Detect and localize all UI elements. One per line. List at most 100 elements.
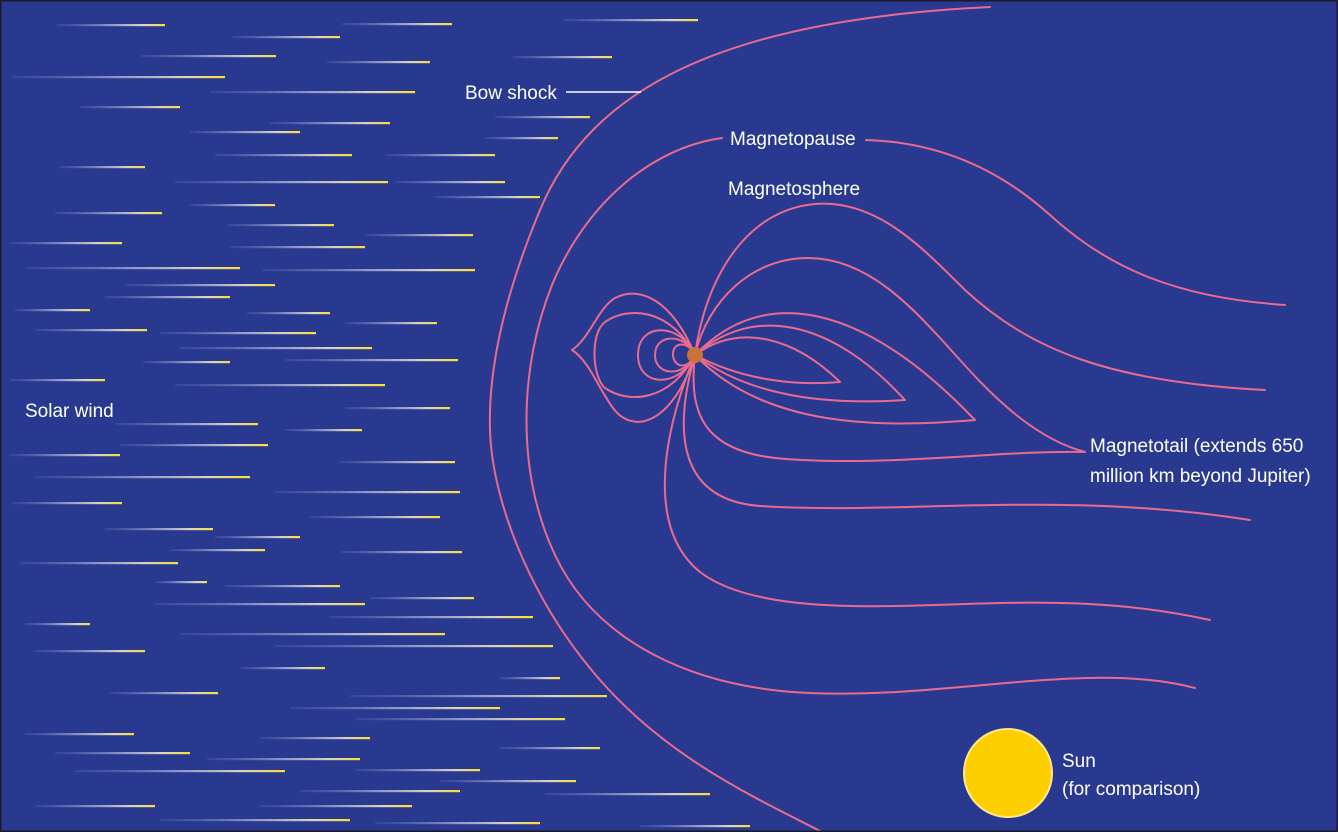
field-line-day-loop-3 <box>637 329 696 381</box>
solar-wind-streak <box>125 284 275 287</box>
magnetosphere-label: Magnetosphere <box>728 179 860 200</box>
magnetotail-label-line1: Magnetotail (extends 650 <box>1090 436 1303 457</box>
solar-wind-streak <box>12 502 122 505</box>
solar-wind-streak <box>170 549 265 552</box>
magnetotail-label-line2: million km beyond Jupiter) <box>1090 466 1311 487</box>
solar-wind-streak <box>180 347 372 350</box>
sun-disc <box>963 728 1053 818</box>
solar-wind-streak <box>327 61 430 64</box>
solar-wind-streak <box>10 379 105 382</box>
solar-wind-streak <box>395 181 505 184</box>
magnetopause-curve-lower <box>525 137 1196 695</box>
solar-wind-streak <box>143 361 230 364</box>
field-line-day-loop-5 <box>571 292 696 423</box>
solar-wind-streak <box>375 822 540 825</box>
solar-wind-streak <box>155 581 207 584</box>
solar-wind-streak <box>232 36 340 39</box>
solar-wind-streak <box>500 677 560 680</box>
solar-wind-streak <box>275 645 553 648</box>
solar-wind-streak <box>55 752 190 755</box>
solar-wind-streak <box>190 204 275 207</box>
solar-wind-streak <box>440 780 576 783</box>
solar-wind-streak <box>120 444 268 447</box>
solar-wind-streak <box>285 359 458 362</box>
solar-wind-streak <box>10 242 122 245</box>
solar-wind-streak <box>175 384 385 387</box>
solar-wind-streak <box>513 56 612 59</box>
solar-wind-streak <box>80 106 180 109</box>
solar-wind-streak <box>355 769 480 772</box>
magnetopause-label: Magnetopause <box>730 129 856 150</box>
solar-wind-streak <box>10 454 120 457</box>
solar-wind-streak <box>105 528 213 531</box>
solar-wind-streak <box>500 747 600 750</box>
solar-wind-streak <box>215 536 300 539</box>
field-line-tail-lower <box>692 354 1086 463</box>
solar-wind-streak <box>370 597 474 600</box>
solar-wind-streak <box>215 154 352 157</box>
solar-wind-streak <box>240 667 325 670</box>
solar-wind-streak <box>563 19 698 22</box>
solar-wind-streak <box>207 758 360 761</box>
bow-shock-label: Bow shock <box>465 83 557 104</box>
magnetopause-curve-upper <box>865 139 1286 306</box>
solar-wind-streak <box>15 309 90 312</box>
field-line-night-loop-2 <box>694 324 906 403</box>
field-line-magnetosphere-outer <box>694 202 1266 391</box>
solar-wind-streak <box>270 122 390 125</box>
solar-wind-streak <box>300 790 460 793</box>
field-line-day-loop-4 <box>593 312 696 398</box>
solar-wind-streak <box>35 805 155 808</box>
solar-wind-streak <box>330 616 533 619</box>
solar-wind-streak <box>285 429 362 432</box>
solar-wind-streak <box>25 267 240 270</box>
solar-wind-streak <box>485 137 558 140</box>
solar-wind-streak <box>55 212 162 215</box>
field-line-day-loop-2 <box>654 337 696 373</box>
solar-wind-streak <box>35 476 250 479</box>
solar-wind-streak <box>25 623 90 626</box>
solar-wind-streak <box>155 603 365 606</box>
solar-wind-streak <box>345 407 450 410</box>
solar-wind-streak <box>75 770 285 773</box>
field-line-night-loop-1 <box>694 336 841 385</box>
solar-wind-streak <box>35 650 145 653</box>
solar-wind-streak <box>35 329 147 332</box>
solar-wind-label: Solar wind <box>25 401 114 422</box>
solar-wind-streak <box>20 562 178 565</box>
solar-wind-streak <box>210 91 415 94</box>
solar-wind-streak <box>57 24 165 27</box>
solar-wind-streak <box>365 234 473 237</box>
solar-wind-streak <box>190 131 300 134</box>
solar-wind-streak <box>355 718 565 721</box>
solar-wind-streak <box>110 692 218 695</box>
solar-wind-streak <box>350 695 607 698</box>
solar-wind-streak <box>342 23 452 26</box>
solar-wind-streak <box>260 805 412 808</box>
solar-wind-streak <box>140 55 276 58</box>
jupiter-planet <box>687 347 703 363</box>
solar-wind-streak <box>175 181 388 184</box>
solar-wind-streak <box>290 707 500 710</box>
solar-wind-streak <box>228 224 334 227</box>
solar-wind-streak <box>180 633 445 636</box>
solar-wind-streak <box>105 296 230 299</box>
field-line-lower-1 <box>682 354 1251 521</box>
solar-wind-streak <box>160 332 316 335</box>
solar-wind-streak <box>225 585 340 588</box>
solar-wind-streak <box>262 269 475 272</box>
solar-wind-streak <box>60 166 145 169</box>
solar-wind-streak <box>260 737 370 740</box>
field-line-tail-upper <box>694 257 1086 453</box>
field-line-night-loop-3 <box>694 312 976 425</box>
solar-wind-streak <box>345 322 437 325</box>
sun-label-line1: Sun <box>1062 751 1096 772</box>
solar-wind-streak <box>247 312 330 315</box>
solar-wind-streak <box>275 491 460 494</box>
bow-shock-curve <box>488 6 991 832</box>
solar-wind-streak <box>310 516 440 519</box>
solar-wind-streak <box>340 461 455 464</box>
